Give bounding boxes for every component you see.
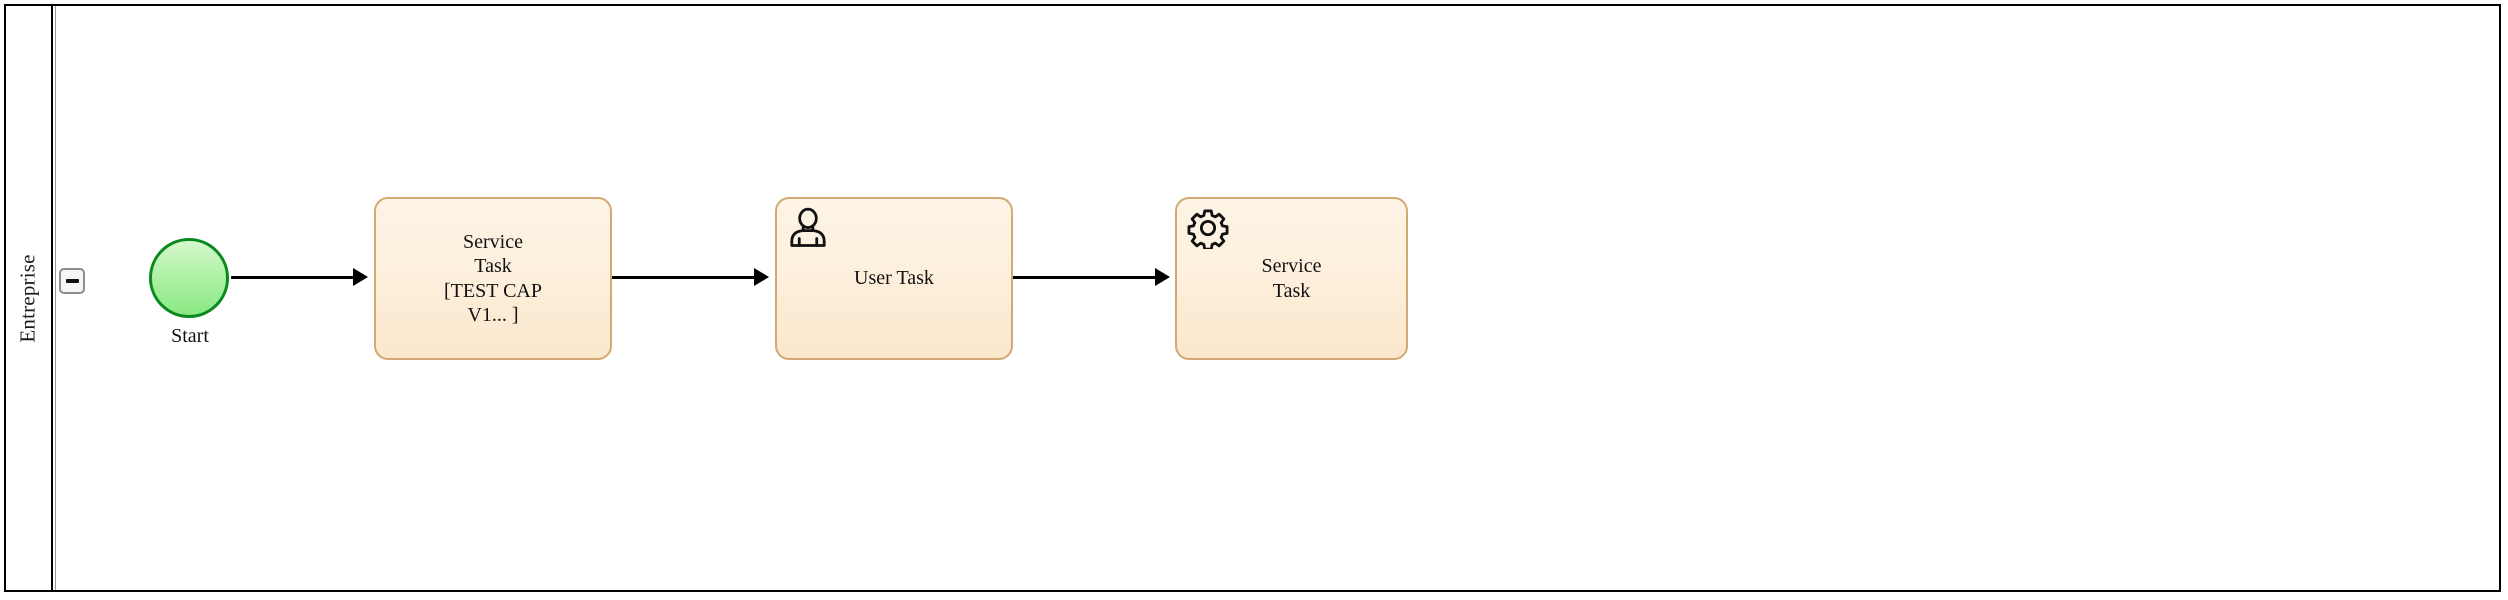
- sequence-flow-2[interactable]: [612, 276, 754, 279]
- sequence-flow-1-arrowhead: [353, 268, 368, 286]
- user-icon: [787, 207, 829, 249]
- lane-header: Entreprise: [6, 6, 53, 590]
- start-event-label: Start: [171, 325, 209, 347]
- task-user-task-1-label: User Task: [854, 267, 934, 290]
- task-service-task-1-label: Service Task [TEST CAP V1... ]: [444, 230, 542, 326]
- sequence-flow-1[interactable]: [231, 276, 353, 279]
- start-event[interactable]: [149, 238, 229, 318]
- lane-label-entreprise: Entreprise: [16, 253, 41, 343]
- gear-icon: [1187, 207, 1229, 251]
- sequence-flow-3-arrowhead: [1155, 268, 1170, 286]
- task-service-task-1[interactable]: Service Task [TEST CAP V1... ]: [374, 197, 612, 360]
- sequence-flow-2-arrowhead: [754, 268, 769, 286]
- task-service-task-2-label: Service Task: [1261, 255, 1322, 302]
- sequence-flow-3[interactable]: [1013, 276, 1155, 279]
- task-service-task-2[interactable]: Service Task: [1175, 197, 1408, 360]
- task-user-task-1[interactable]: User Task: [775, 197, 1013, 360]
- minus-icon: [65, 279, 79, 283]
- lane-collapse-button[interactable]: [59, 268, 85, 294]
- pool-entreprise: Entreprise: [4, 4, 2501, 592]
